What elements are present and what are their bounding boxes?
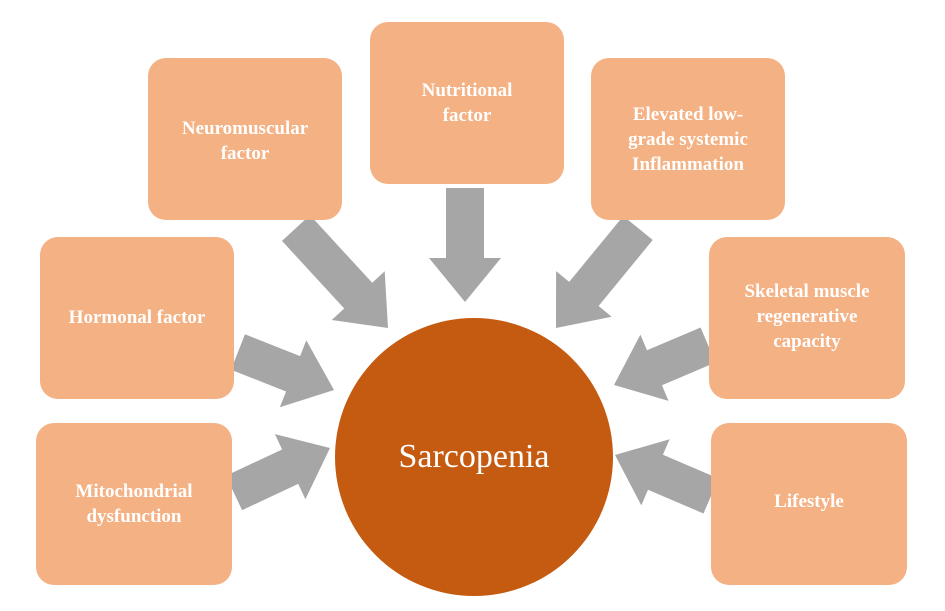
neuromuscular-factor-box: Neuromuscular factor: [148, 58, 342, 220]
nutritional-factor-label: Nutritional factor: [421, 80, 513, 126]
inflammation-factor-label: Elevated low- grade systemic Inflammatio…: [628, 104, 748, 175]
arrow-lifestyle: [615, 439, 719, 514]
neuromuscular-factor-label: Neuromuscular factor: [181, 118, 309, 164]
arrow-inflammation: [556, 216, 653, 328]
inflammation-factor-box: Elevated low- grade systemic Inflammatio…: [591, 58, 785, 220]
arrow-neuromuscular: [282, 215, 388, 328]
skeletal-muscle-factor-label: Skeletal muscle regenerative capacity: [744, 281, 870, 352]
arrow-nutritional: [429, 188, 501, 302]
hormonal-factor-label: Hormonal factor: [68, 307, 206, 328]
arrow-hormonal: [231, 334, 334, 408]
sarcopenia-label: Sarcopenia: [398, 438, 550, 475]
arrow-mitochondrial: [225, 434, 330, 511]
sarcopenia-center-circle: Sarcopenia: [335, 318, 613, 596]
hormonal-factor-box: Hormonal factor: [40, 237, 234, 399]
lifestyle-factor-box: Lifestyle: [711, 423, 907, 585]
nutritional-factor-box: Nutritional factor: [370, 22, 564, 184]
mitochondrial-factor-label: Mitochondrial dysfunction: [75, 481, 193, 527]
lifestyle-factor-label: Lifestyle: [774, 491, 844, 512]
arrow-skeletal: [614, 327, 716, 401]
skeletal-muscle-factor-box: Skeletal muscle regenerative capacity: [709, 237, 905, 399]
mitochondrial-factor-box: Mitochondrial dysfunction: [36, 423, 232, 585]
